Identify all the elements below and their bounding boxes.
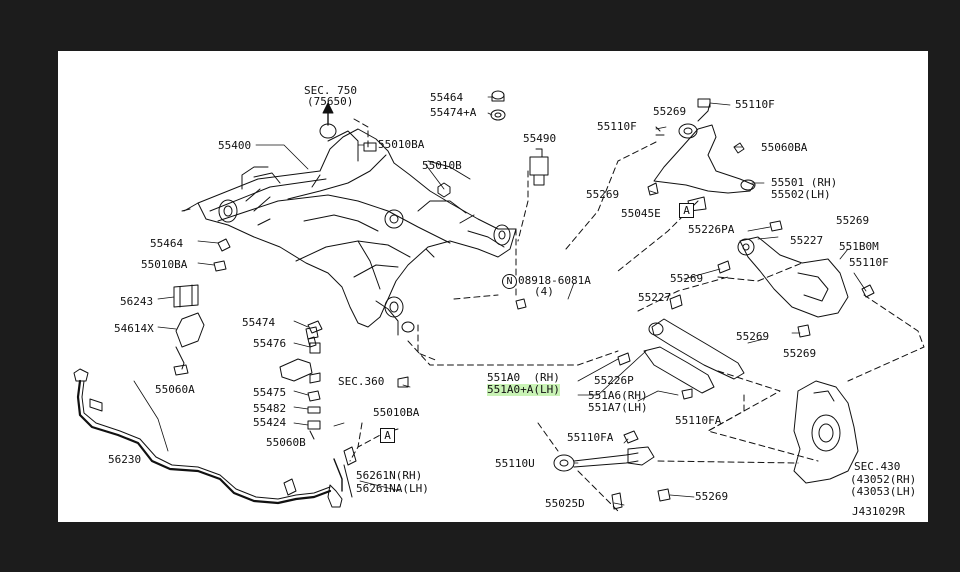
part-55490: 55490 xyxy=(523,132,557,145)
part-55010ba-b: 55010BA xyxy=(141,258,188,271)
bracket-55490-drawing xyxy=(529,148,549,186)
part-55269-e: 55269 xyxy=(736,330,770,343)
part-54614x: 54614X xyxy=(114,322,154,335)
part-55110f-b: 55110F xyxy=(597,120,637,133)
part-55060a: 55060A xyxy=(155,383,195,396)
part-08918-6081a: 08918-6081A xyxy=(518,274,591,287)
part-55424: 55424 xyxy=(253,416,287,429)
part-56261na-lh: 56261NA(LH) xyxy=(356,482,429,495)
part-55269-b: 55269 xyxy=(586,188,620,201)
part-551b0m: 551B0M xyxy=(839,240,879,253)
part-55045e: 55045E xyxy=(621,207,661,220)
part-43053-lh: (43053(LH) xyxy=(850,485,917,498)
section-430-label: SEC.430 xyxy=(854,460,901,473)
part-55501-rh: 55501 (RH) xyxy=(771,176,838,189)
part-55269-c: 55269 xyxy=(836,214,870,227)
part-55010ba-a: 55010BA xyxy=(378,138,425,151)
rear-subframe-drawing xyxy=(181,123,517,336)
part-55227-a: 55227 xyxy=(790,234,824,247)
section-360-label: SEC.360 xyxy=(338,375,385,388)
stabilizer-link-drawing xyxy=(279,326,357,508)
part-55482: 55482 xyxy=(253,402,287,415)
bolt-marker-n: N xyxy=(502,274,517,289)
lateral-links-drawing xyxy=(617,294,745,400)
view-marker-a-upper: A xyxy=(679,203,694,218)
part-55025d: 55025D xyxy=(545,497,585,510)
part-55226p: 55226P xyxy=(594,374,634,387)
part-55464-left: 55464 xyxy=(150,237,184,250)
part-551a7-lh: 551A7(LH) xyxy=(588,401,648,414)
part-55269-d: 55269 xyxy=(670,272,704,285)
part-55227-b: 55227 xyxy=(638,291,672,304)
dashed-leaders xyxy=(349,118,925,512)
part-08918-qty: (4) xyxy=(534,285,554,298)
upper-link-drawing xyxy=(647,98,756,212)
part-55110f-a: 55110F xyxy=(735,98,775,111)
part-55060ba: 55060BA xyxy=(761,141,808,154)
part-55400: 55400 xyxy=(218,139,252,152)
stabilizer-bushing-drawing xyxy=(173,284,205,376)
part-55269-g: 55269 xyxy=(695,490,729,503)
part-55474a: 55474+A xyxy=(430,106,477,119)
part-551a6-rh: 551A6(RH) xyxy=(588,389,648,402)
suspension-line-art xyxy=(73,90,925,512)
part-56230: 56230 xyxy=(108,453,142,466)
part-551a0a-lh: 551A0+A(LH) xyxy=(487,383,560,396)
part-55110fa-a: 55110FA xyxy=(675,414,722,427)
part-55464-top: 55464 xyxy=(430,91,464,104)
part-56261n-rh: 56261N(RH) xyxy=(356,469,423,482)
view-marker-a-lower: A xyxy=(380,428,395,443)
part-56243: 56243 xyxy=(120,295,154,308)
part-55110fa-b: 55110FA xyxy=(567,431,614,444)
drawing-id: J431029R xyxy=(852,505,905,518)
stabilizer-bar-drawing xyxy=(73,368,332,505)
part-43052-rh: (43052(RH) xyxy=(850,473,917,486)
part-55010ba-c: 55010BA xyxy=(373,406,420,419)
part-55110f-c: 55110F xyxy=(849,256,889,269)
part-55476: 55476 xyxy=(253,337,287,350)
part-55269-f: 55269 xyxy=(783,347,817,360)
section-750-label: SEC. 750 xyxy=(304,84,357,97)
part-55226pa: 55226PA xyxy=(688,223,735,236)
leader-lines xyxy=(133,96,867,506)
section-750-arrow xyxy=(322,102,334,126)
parts-diagram-sheet: A A N SEC. 750 (75650) 55464 55474+A 554… xyxy=(58,51,928,522)
part-551a0-rh: 551A0 (RH) xyxy=(487,371,560,384)
part-55474: 55474 xyxy=(242,316,276,329)
part-55475: 55475 xyxy=(253,386,287,399)
section-750-sub-label: (75650) xyxy=(307,95,354,108)
knuckle-drawing xyxy=(793,380,859,484)
part-55502-lh: 55502(LH) xyxy=(771,188,831,201)
part-55110u: 55110U xyxy=(495,457,535,470)
subframe-hardware xyxy=(213,90,527,388)
lower-arm-551b0m-drawing xyxy=(717,220,875,338)
part-55060b: 55060B xyxy=(266,436,306,449)
part-55010b: 55010B xyxy=(422,159,462,172)
part-55269-a: 55269 xyxy=(653,105,687,118)
